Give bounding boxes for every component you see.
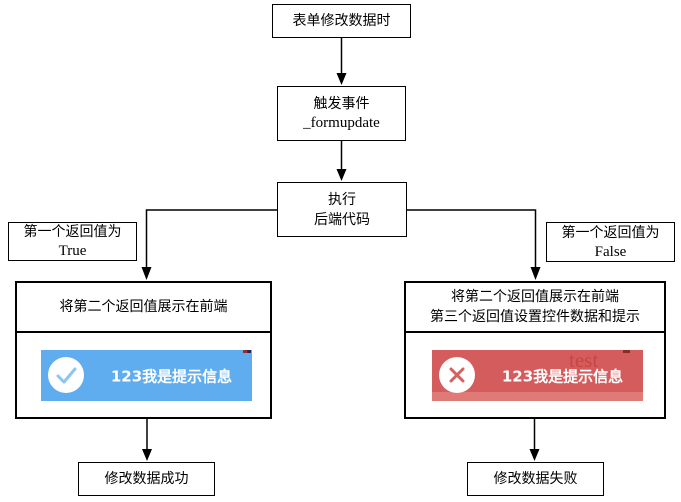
arrowhead-true-branch — [141, 267, 152, 280]
success-toast: 123我是提示信息 — [41, 350, 252, 401]
error-toast-corner-artifact — [623, 350, 630, 353]
error-toast-bottom-strip — [432, 392, 643, 401]
node-trigger-event: 触发事件 _formupdate — [277, 86, 406, 141]
x-circle-icon — [439, 357, 475, 393]
error-toast: 123我是提示信息 — [432, 350, 643, 401]
condition-false-value: False — [594, 243, 627, 260]
arrowhead-success — [142, 449, 152, 461]
true-branch-title: 将第二个返回值展示在前端 — [17, 283, 270, 333]
trigger-event-label: 触发事件 — [313, 96, 370, 112]
arrow-execute-to-true-branch — [145, 209, 277, 268]
node-condition-false: 第一个返回值为 False — [546, 222, 675, 262]
arrowhead-false-branch — [530, 267, 541, 280]
arrow-execute-to-false-branch — [407, 209, 537, 268]
condition-true-line1: 第一个返回值为 — [23, 224, 122, 240]
arrowhead-trigger-to-execute — [336, 169, 347, 181]
trigger-event-name: _formupdate — [303, 115, 380, 131]
arrowhead-failure — [529, 449, 540, 461]
condition-false-line1: 第一个返回值为 — [561, 224, 660, 241]
condition-true-value: True — [58, 243, 87, 259]
check-circle-icon — [48, 357, 84, 393]
success-toast-corner-artifact — [243, 350, 251, 353]
node-execute-backend: 执行 后端代码 — [277, 182, 407, 237]
success-toast-message: 123我是提示信息 — [110, 367, 233, 385]
test-watermark: test — [569, 348, 599, 372]
node-modify-success: 修改数据成功 — [78, 462, 215, 496]
execute-label-line1: 执行 — [328, 191, 356, 208]
error-toast-message: 123我是提示信息 — [501, 367, 624, 385]
false-branch-title-line1: 将第二个返回值展示在前端 — [451, 289, 619, 305]
false-branch-title: 将第二个返回值展示在前端 第三个返回值设置控件数据和提示 — [406, 283, 664, 333]
execute-label-line2: 后端代码 — [314, 211, 370, 228]
node-condition-true: 第一个返回值为 True — [8, 222, 137, 261]
true-branch-title-text: 将第二个返回值展示在前端 — [59, 299, 228, 315]
arrowhead-start-to-trigger — [336, 73, 347, 85]
false-branch-title-line2: 第三个返回值设置控件数据和提示 — [430, 309, 640, 325]
node-modify-failure: 修改数据失败 — [467, 462, 604, 496]
node-form-data-modified: 表单修改数据时 — [272, 4, 411, 38]
